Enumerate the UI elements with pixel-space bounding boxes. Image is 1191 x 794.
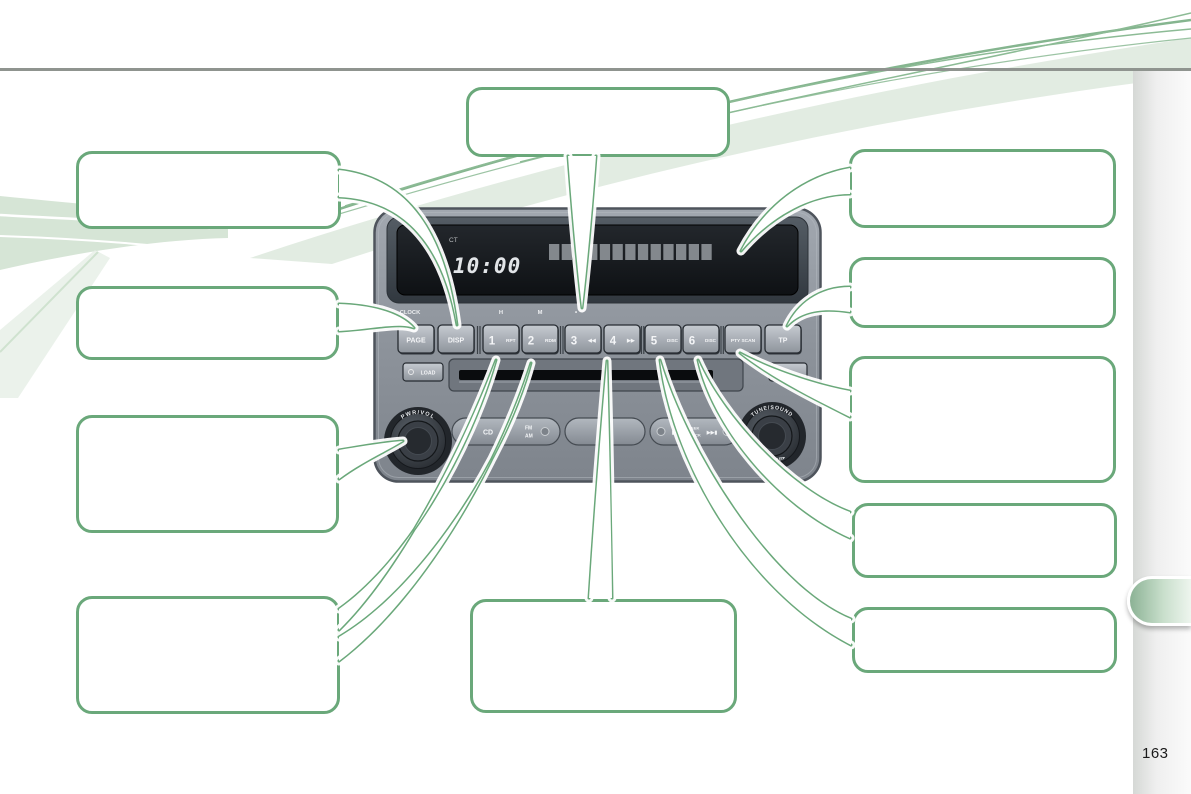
pwr-vol-knob: PWR/VOL	[384, 407, 452, 475]
seek-track-pill: ▮◀◀ SEEK TRACK ▶▶▮	[649, 417, 739, 446]
seek-back-icon: ▮◀◀	[672, 430, 683, 436]
fm-am-led	[540, 427, 550, 436]
button-4-fast-forward: 4 ▶▶	[603, 324, 641, 354]
cd-button-label: CD	[483, 430, 493, 437]
button-1-function: RPT	[506, 338, 516, 344]
callout-box-left-4	[76, 596, 340, 714]
fast-forward-arrows-icon: ▶▶	[626, 338, 636, 344]
button-1-rpt: 1 RPT	[482, 324, 520, 354]
button-3-number: 3	[571, 336, 577, 348]
callout-box-right-3	[849, 356, 1116, 483]
button-6-function: DISC	[705, 338, 717, 343]
button-6-number: 6	[689, 336, 695, 348]
eject-button: ▲	[768, 362, 808, 382]
horizontal-rule	[0, 68, 1191, 71]
page-button: PAGE	[397, 324, 435, 354]
head-unit: CT 10:00 CLOCK H M •	[373, 207, 822, 483]
separator-lines	[476, 326, 724, 354]
section-tab	[1127, 576, 1191, 626]
ct-indicator: CT	[449, 237, 458, 244]
seek-forward-icon: ▶▶▮	[706, 430, 718, 436]
callout-box-top-center	[466, 87, 730, 157]
cd-slot	[448, 358, 744, 392]
callout-box-right-5	[852, 607, 1117, 673]
clock-readout: 10:00	[453, 254, 521, 278]
load-button-label: LOAD	[421, 371, 436, 377]
faint-diagonal-line	[0, 251, 99, 353]
source-pill: CD FM AM	[451, 417, 561, 446]
disp-button-label: DISP	[448, 338, 465, 345]
preset-button-row: PAGE DISP 1 RPT 2 RDM	[397, 324, 802, 364]
am-label: AM	[525, 434, 533, 440]
minute-label: M	[538, 310, 543, 316]
thin-curve-2	[344, 28, 1191, 207]
fm-label: FM	[525, 426, 532, 432]
callout-box-left-2	[76, 286, 339, 360]
button-5-disc: 5 DISC	[644, 324, 682, 364]
pale-left-diagonal	[0, 250, 110, 398]
hour-label: H	[499, 310, 503, 316]
callout-box-right-4	[852, 503, 1117, 578]
cd-led	[461, 427, 471, 436]
right-sidebar-strip	[1133, 71, 1191, 794]
disp-button: DISP	[437, 324, 475, 354]
load-button: LOAD	[402, 362, 444, 382]
button-4-number: 4	[610, 336, 617, 348]
tp-button: TP	[764, 324, 802, 354]
seek-label: SEEK	[689, 426, 700, 431]
button-5-function: DISC	[667, 338, 679, 343]
callout-box-left-1	[76, 151, 341, 229]
callout-box-bottom-center	[470, 599, 737, 713]
page-number: 163	[1142, 745, 1169, 762]
rewind-arrows-icon: ◀◀	[587, 338, 596, 344]
tp-button-label: TP	[779, 338, 788, 345]
blank-pill-button	[564, 417, 646, 446]
button-2-number: 2	[528, 336, 534, 348]
pty-scan-button: PTY SCAN	[724, 324, 762, 354]
page-button-label: PAGE	[406, 338, 426, 345]
tune-sound-knob: TUNE/SOUND ◂FOLDER▸	[738, 402, 806, 470]
white-streak-2	[0, 235, 181, 249]
eject-icon: ▲	[784, 369, 791, 378]
pty-scan-label: PTY SCAN	[731, 338, 756, 344]
button-2-function: RDM	[545, 338, 556, 344]
button-1-number: 1	[489, 336, 496, 348]
seek-fwd-led	[722, 427, 732, 436]
button-6-disc: 6 DISC	[682, 324, 720, 354]
seek-back-led	[656, 427, 666, 436]
button-3-rewind: 3 ◀◀	[564, 324, 602, 354]
callout-box-right-2	[849, 257, 1116, 328]
button-5-number: 5	[651, 336, 658, 348]
button-2-rdm: 2 RDM	[521, 324, 559, 364]
callout-box-right-1	[849, 149, 1116, 228]
track-label: TRACK	[687, 433, 701, 438]
clock-label: CLOCK	[400, 310, 421, 316]
callout-box-left-3	[76, 415, 339, 533]
dot-label: •	[575, 310, 577, 316]
